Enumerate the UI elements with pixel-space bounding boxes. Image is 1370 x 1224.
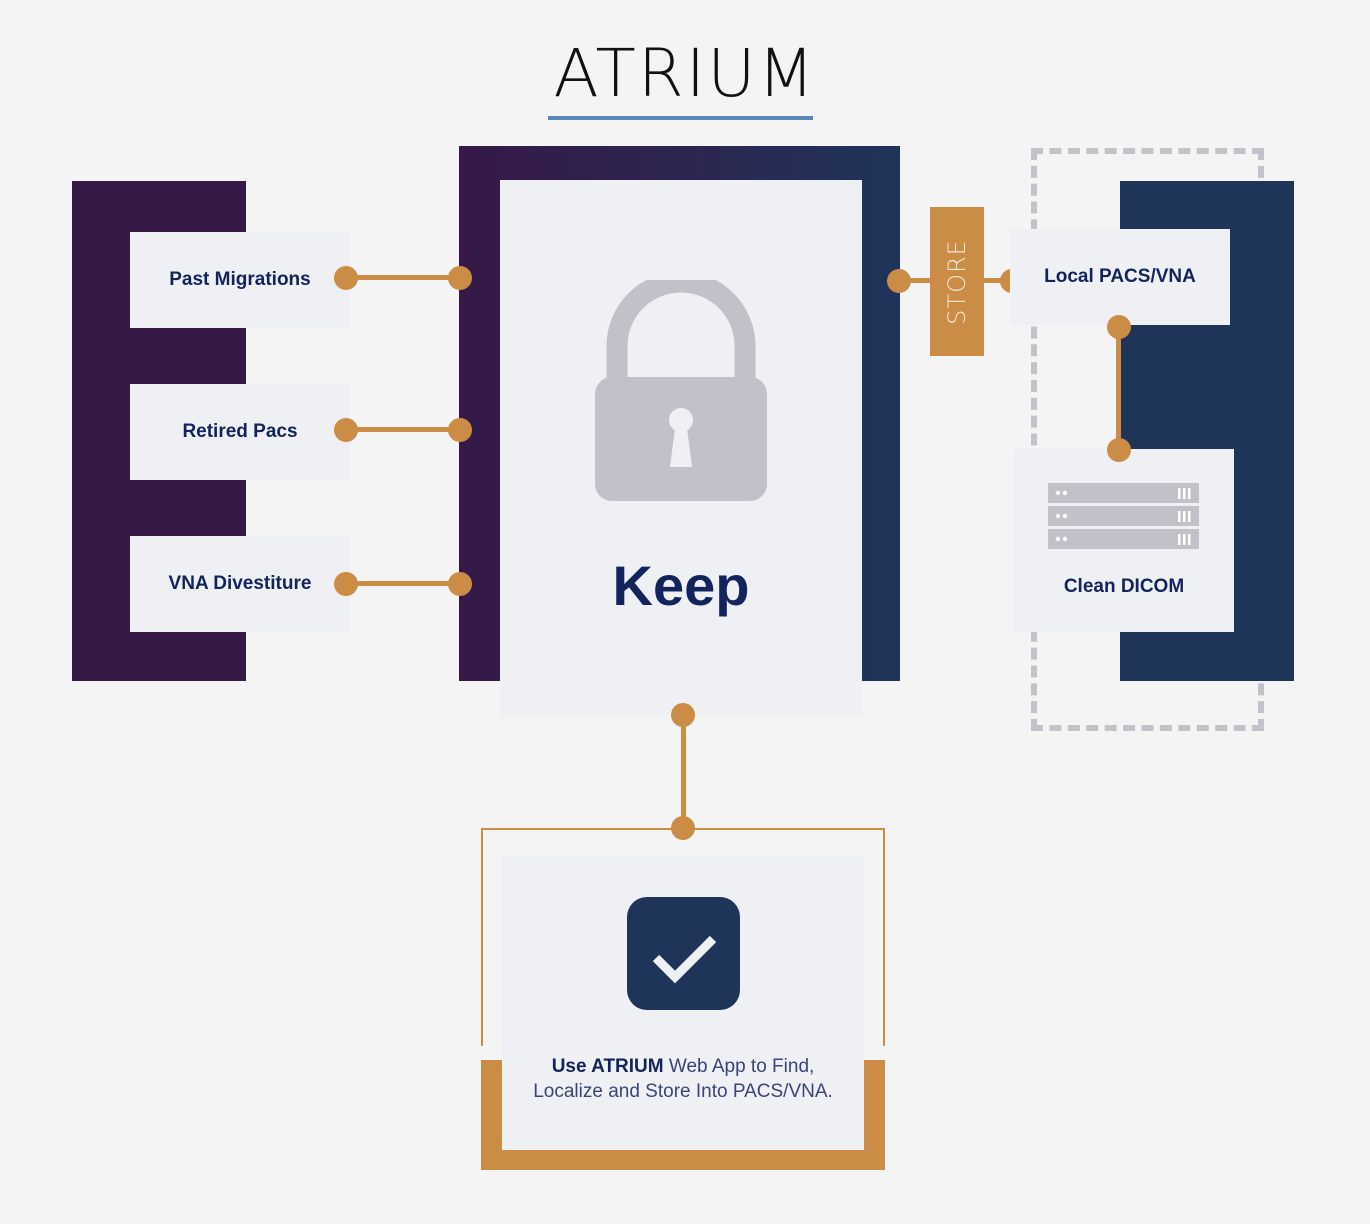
store-label: STORE — [943, 238, 971, 325]
connector-dot — [1107, 315, 1131, 339]
source-retired-pacs[interactable]: Retired Pacs — [130, 384, 350, 480]
connector-line-local-to-clean — [1116, 326, 1121, 450]
server-rack-icon — [1048, 483, 1199, 549]
sources-arm-mid1 — [130, 328, 246, 384]
destination-label: Clean DICOM — [1063, 576, 1185, 597]
source-vna-divestiture[interactable]: VNA Divestiture — [130, 536, 350, 632]
connector-dot — [887, 269, 911, 293]
lock-icon — [595, 280, 767, 501]
connector-dot — [1107, 438, 1131, 462]
destination-local-pacs-vna[interactable]: Local PACS/VNA — [1010, 229, 1230, 325]
webapp-description-bold: Use ATRIUM — [551, 1056, 664, 1077]
store-tag: STORE — [930, 207, 984, 356]
connector-dot — [334, 418, 358, 442]
connector-dot — [448, 266, 472, 290]
source-label: Retired Pacs — [182, 421, 298, 442]
connector-line-keep-to-webapp — [681, 716, 686, 828]
connector-dot — [334, 572, 358, 596]
connector-dot — [334, 266, 358, 290]
checkmark-icon — [627, 897, 740, 1010]
connector-line-vna-divestiture — [346, 581, 460, 586]
diagram-title: ATRIUM — [553, 35, 817, 112]
connector-dot — [671, 816, 695, 840]
sources-arm-top — [130, 181, 246, 232]
connector-line-past-migrations — [346, 275, 460, 280]
connector-line-retired-pacs — [346, 427, 460, 432]
connector-dot — [671, 703, 695, 727]
webapp-description-line1: Web App to Find, — [663, 1056, 815, 1077]
sources-spine — [72, 181, 130, 681]
webapp-description: Use ATRIUM Web App to Find, Localize and… — [502, 1054, 864, 1104]
source-label: Past Migrations — [169, 269, 311, 290]
title-underline — [548, 116, 813, 120]
source-past-migrations[interactable]: Past Migrations — [130, 232, 350, 328]
destination-label: Local PACS/VNA — [1044, 266, 1196, 287]
sources-arm-mid2 — [130, 480, 246, 536]
connector-dot — [448, 418, 472, 442]
connector-dot — [448, 572, 472, 596]
webapp-description-line2: Localize and Store Into PACS/VNA. — [533, 1081, 833, 1102]
sources-arm-bottom — [130, 632, 246, 681]
source-label: VNA Divestiture — [168, 573, 312, 594]
keep-label: Keep — [612, 554, 750, 617]
